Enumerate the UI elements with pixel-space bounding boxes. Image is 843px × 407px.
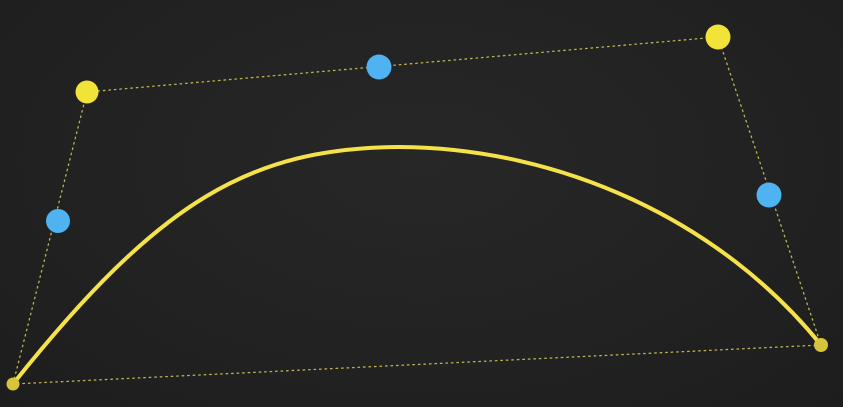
guide-lines bbox=[12, 36, 822, 385]
guide-line-control-1-to-control-2 bbox=[86, 36, 719, 93]
points-layer bbox=[6, 24, 828, 391]
anchor-start-point[interactable] bbox=[6, 377, 20, 391]
midpoint-3[interactable] bbox=[756, 182, 782, 208]
guide-line-anchor-start-to-control-1 bbox=[12, 91, 88, 385]
midpoint-1[interactable] bbox=[46, 209, 70, 233]
bezier-curve bbox=[11, 144, 823, 386]
anchor-end-point[interactable] bbox=[814, 338, 828, 352]
curve-layer bbox=[11, 144, 823, 386]
control-1-point[interactable] bbox=[75, 80, 99, 104]
guide-line-control-2-to-anchor-end bbox=[717, 36, 822, 346]
midpoint-2[interactable] bbox=[366, 54, 392, 80]
guide-line-closing bbox=[12, 344, 822, 385]
control-2-point[interactable] bbox=[705, 24, 731, 50]
